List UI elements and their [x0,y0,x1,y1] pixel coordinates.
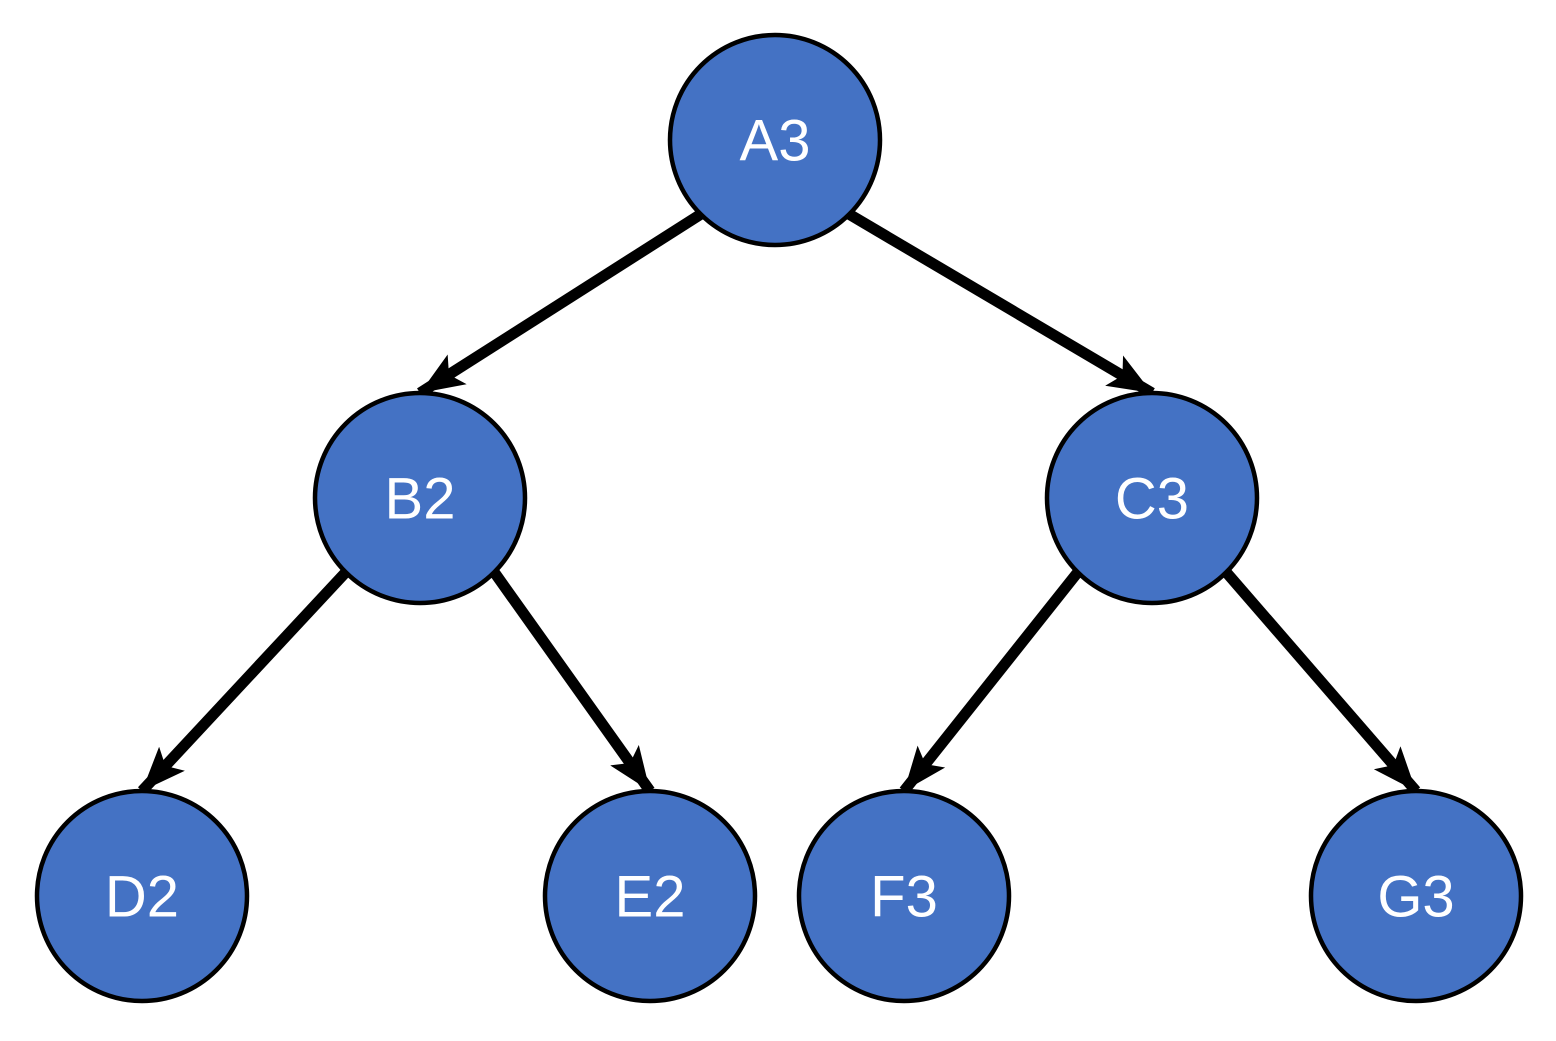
node-circle[interactable] [1044,390,1260,606]
node-B2[interactable]: B2 [312,390,528,606]
node-F3[interactable]: F3 [796,788,1012,1004]
node-circle[interactable] [667,32,883,248]
node-G3[interactable]: G3 [1308,788,1524,1004]
node-circle[interactable] [312,390,528,606]
node-circle[interactable] [796,788,1012,1004]
node-C3[interactable]: C3 [1044,390,1260,606]
node-A3[interactable]: A3 [667,32,883,248]
node-circle[interactable] [542,788,758,1004]
edge-B2-E2 [489,569,655,795]
edge-C3-G3 [1222,568,1421,795]
node-circle[interactable] [34,788,250,1004]
node-E2[interactable]: E2 [542,788,758,1004]
edge-A3-C3 [846,209,1155,398]
edge-C3-F3 [899,568,1083,795]
edge-A3-B2 [417,209,704,398]
node-D2[interactable]: D2 [34,788,250,1004]
edge-B2-D2 [137,568,350,795]
node-circle[interactable] [1308,788,1524,1004]
edges-layer [137,209,1421,795]
